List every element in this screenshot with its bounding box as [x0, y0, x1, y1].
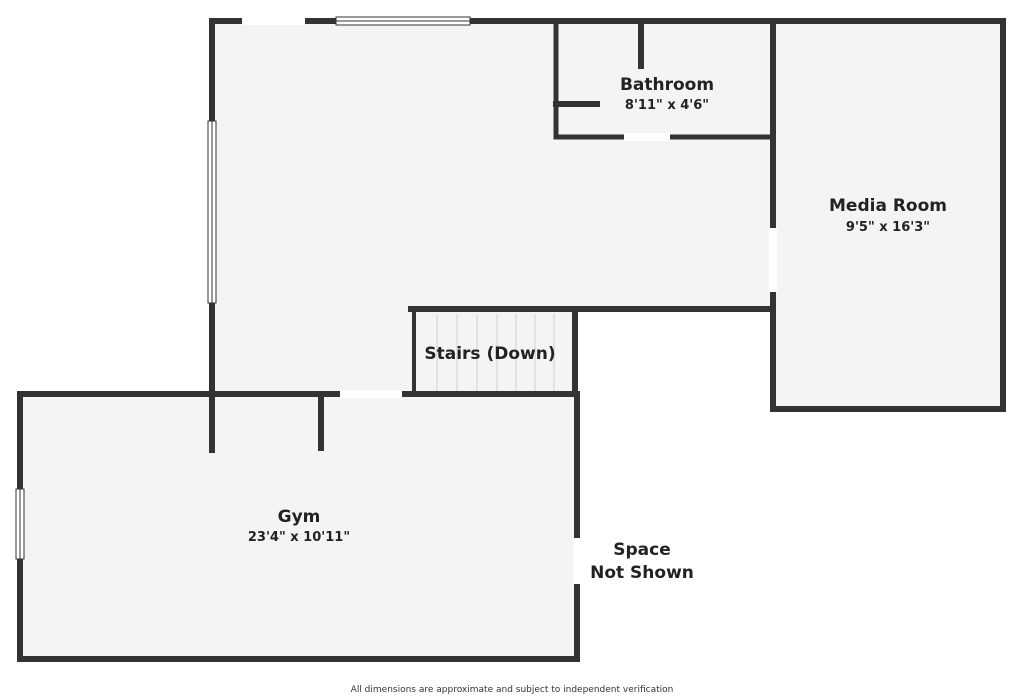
openings: [242, 17, 777, 584]
media-room-floor: [773, 21, 1002, 409]
opening-bath-bottom: [624, 133, 670, 141]
opening-gym-top: [340, 390, 402, 398]
opening-gym-right: [573, 538, 581, 584]
gym-label: Gym: [278, 507, 321, 527]
media-room-dimensions: 9'5" x 16'3": [846, 220, 930, 235]
stairs-label: Stairs (Down): [424, 344, 555, 364]
opening-media-left: [769, 228, 777, 292]
media-room-label: Media Room: [829, 196, 947, 216]
windows: [15, 16, 471, 560]
gym-dimensions: 23'4" x 10'11": [248, 530, 350, 545]
gym-floor: [21, 394, 576, 659]
opening-top-left: [242, 17, 305, 25]
unshown-area-label-line2: Not Shown: [590, 563, 694, 583]
floor-fills: [21, 21, 1002, 659]
stair-treads: [436, 314, 555, 391]
dimensions-disclaimer: All dimensions are approximate and subje…: [351, 685, 674, 695]
main-area-floor: [213, 21, 773, 394]
unshown-area-label-line1: Space: [613, 540, 671, 560]
bathroom-label: Bathroom: [620, 75, 714, 95]
bathroom-dimensions: 8'11" x 4'6": [625, 98, 709, 113]
